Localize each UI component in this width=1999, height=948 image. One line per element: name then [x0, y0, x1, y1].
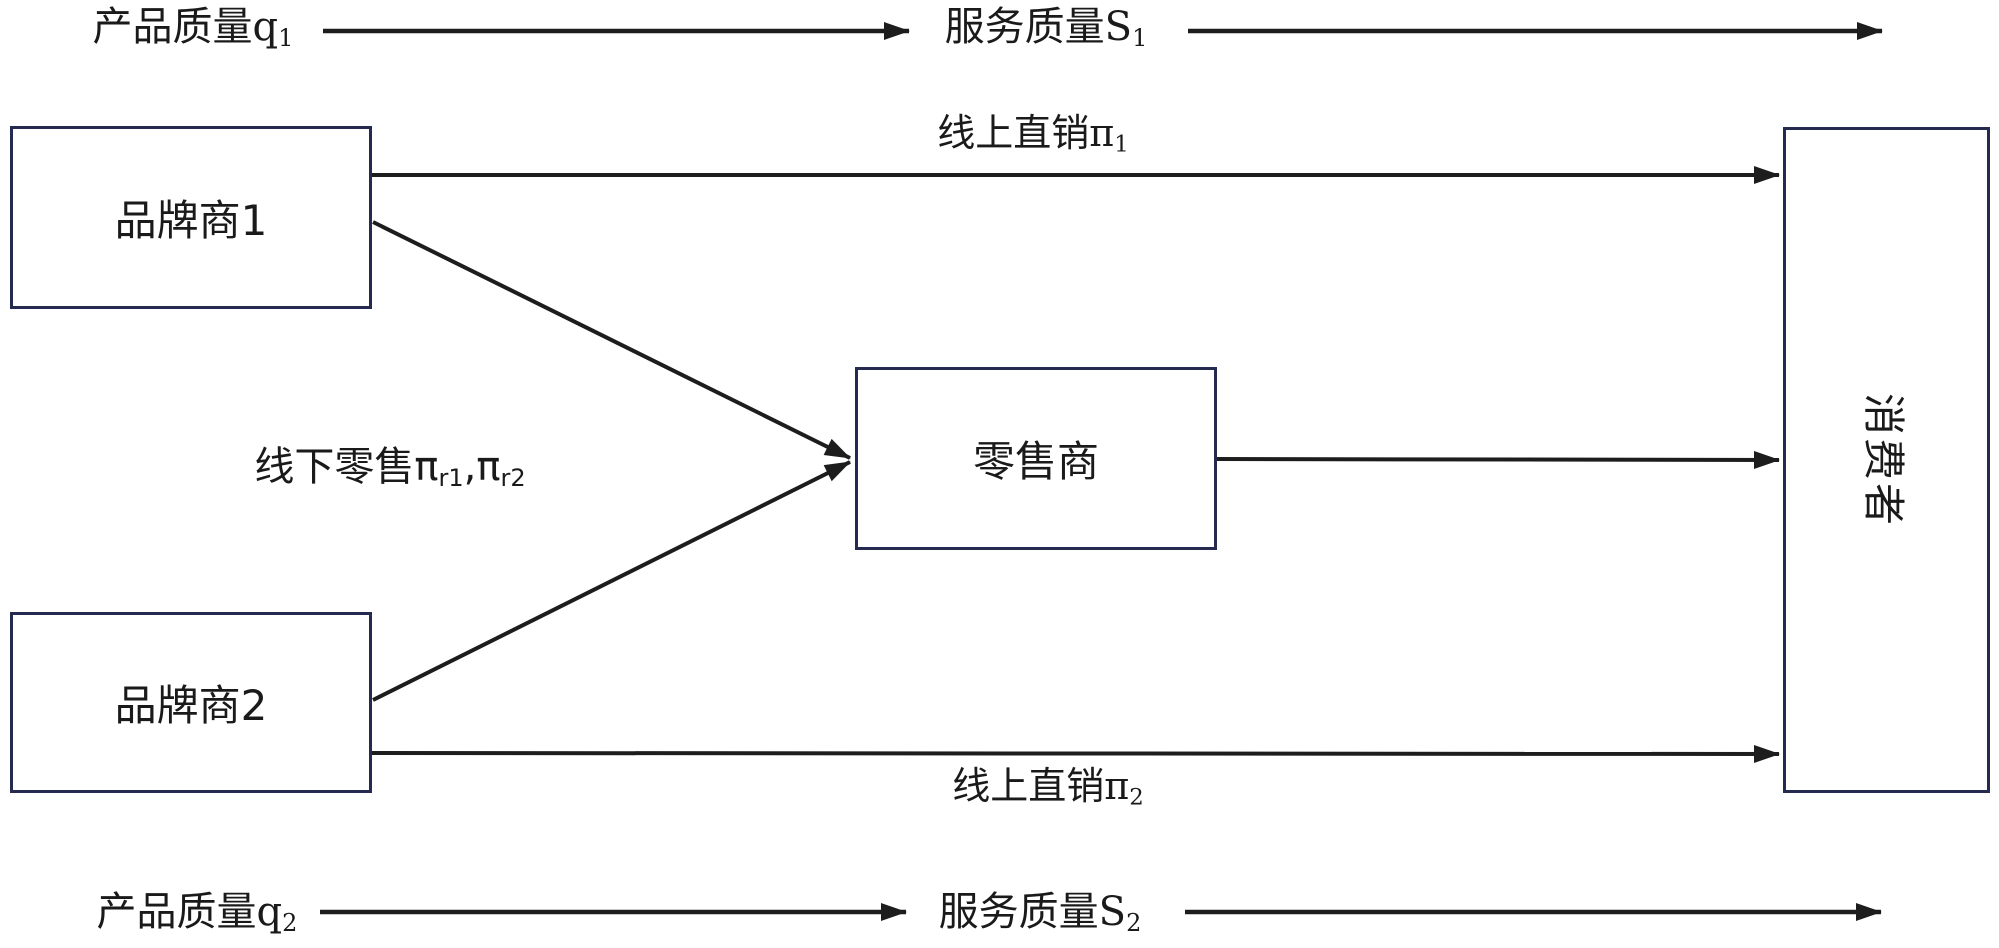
node-consumer-label: 消费者: [1858, 392, 1908, 528]
label-online-direct-1-base: 线上直销π: [937, 111, 1115, 155]
node-consumer: 消费者: [1783, 127, 1990, 793]
label-product-quality-1-sub: 1: [278, 24, 294, 52]
label-online-direct-1: 线上直销π1: [937, 111, 1129, 156]
label-product-quality-1: 产品质量q1: [92, 4, 294, 50]
edge-brand2-to-retailer: [372, 460, 851, 702]
node-retailer-label: 零售商: [972, 437, 1099, 486]
label-online-direct-2-sub: 2: [1129, 784, 1144, 811]
label-service-quality-1-base: 服务质量S: [944, 4, 1133, 50]
edge-brand2-to-consumer-online-direct-2: [371, 744, 1780, 763]
node-brand2-label: 品牌商2: [114, 681, 268, 730]
label-offline-retail-sub2: r2: [500, 464, 526, 492]
node-brand2: 品牌商2: [10, 612, 372, 793]
label-product-quality-1-base: 产品质量q: [92, 4, 279, 50]
label-service-quality-1: 服务质量S1: [944, 4, 1148, 50]
label-service-quality-1-sub: 1: [1132, 24, 1148, 52]
label-online-direct-1-sub: 1: [1114, 131, 1129, 158]
label-product-quality-2-base: 产品质量q: [96, 889, 283, 935]
label-service-quality-2-sub: 2: [1126, 909, 1142, 937]
label-service-quality-2: 服务质量S2: [938, 889, 1142, 935]
label-offline-retail-base2: ,π: [463, 444, 501, 490]
label-service-quality-2-base: 服务质量S: [938, 889, 1127, 935]
label-offline-retail-sub1: r1: [438, 464, 464, 492]
label-product-quality-2-sub: 2: [282, 909, 298, 937]
label-product-quality-2: 产品质量q2: [96, 889, 298, 935]
edge-retailer-to-consumer: [1216, 450, 1780, 469]
label-online-direct-2: 线上直销π2: [952, 764, 1144, 809]
label-offline-retail-base: 线下零售π: [254, 444, 439, 490]
label-online-direct-2-base: 线上直销π: [952, 764, 1130, 808]
edge-brand1-to-retailer: [372, 220, 851, 460]
node-brand1-label: 品牌商1: [114, 196, 268, 245]
node-brand1: 品牌商1: [10, 126, 372, 309]
node-retailer: 零售商: [855, 367, 1217, 550]
label-offline-retail: 线下零售πr1,πr2: [254, 444, 525, 490]
